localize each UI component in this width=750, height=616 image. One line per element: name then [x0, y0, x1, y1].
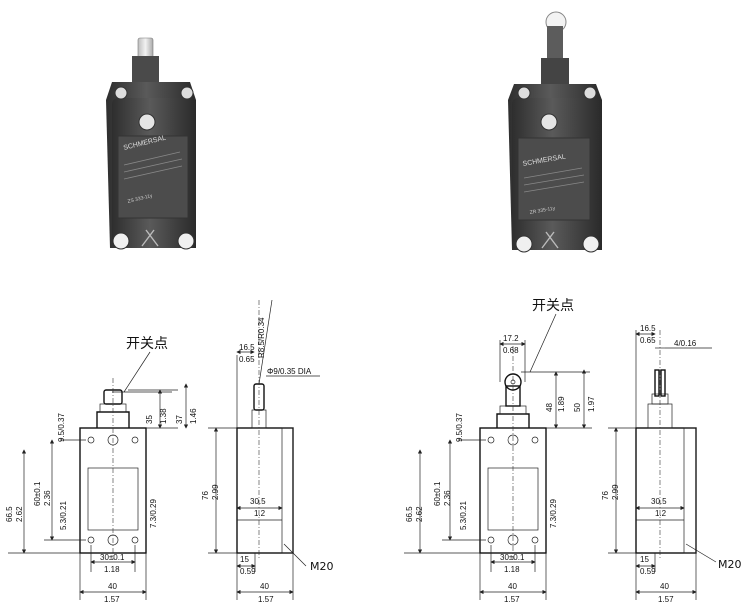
dim-r-1-57: 1.57	[504, 595, 520, 604]
dim-plunger-138: 1.38	[159, 408, 168, 424]
dim-30-5: 30.5	[250, 497, 266, 506]
left-front-view: 开关点 35 1.38 37 1.46 9.5/0.37 66.5 2.62 6…	[5, 336, 198, 604]
dim-r-40: 40	[508, 582, 517, 591]
dim-rs-30-5: 30.5	[651, 497, 667, 506]
dim-rs-40: 40	[660, 582, 669, 591]
dim-r-0-68: 0.68	[503, 346, 519, 355]
dim-40: 40	[108, 582, 117, 591]
photo-right-model: ZR 335-11y	[529, 206, 556, 216]
dim-plunger-146: 1.46	[189, 408, 198, 424]
dim-r-1-89: 1.89	[557, 396, 566, 412]
right-callout-label: 开关点	[532, 298, 574, 314]
dim-plunger-35: 35	[145, 415, 154, 424]
dim-r-1-97: 1.97	[587, 396, 596, 412]
dim-9-5: 9.5/0.37	[57, 413, 66, 442]
dim-66-5: 66.5	[5, 506, 14, 522]
dim-r-17-2: 17.2	[503, 334, 519, 343]
dim-r-30: 30±0.1	[500, 553, 525, 562]
dim-0-65: 0.65	[239, 355, 255, 364]
thread-m20: M20	[310, 560, 334, 573]
dim-15: 15	[240, 555, 249, 564]
right-front-view: 开关点 17.2 0.68 48 1.89 50 1.97 9.5/0.37 6…	[404, 298, 596, 604]
dim-2-99: 2.99	[211, 484, 220, 500]
dim-rs-1-2: 1.2	[655, 509, 667, 518]
dim-1-18: 1.18	[104, 565, 120, 574]
dim-r-9-5: 9.5/0.37	[455, 413, 464, 442]
dim-rs-1-57: 1.57	[658, 595, 674, 604]
dim-16-5: 16.5	[239, 343, 255, 352]
dim-plunger-37: 37	[175, 415, 184, 424]
dim-rs-4: 4/0.16	[674, 339, 697, 348]
dim-76: 76	[201, 491, 210, 500]
dim-r-66-5: 66.5	[405, 506, 414, 522]
dim-r-2-36: 2.36	[443, 490, 452, 506]
dim-rs-2-99: 2.99	[611, 484, 620, 500]
dim-rs-0-65: 0.65	[640, 336, 656, 345]
dim-60: 60±0.1	[33, 481, 42, 506]
right-side-view: 16.5 0.65 4/0.16 76 2.99 30.5 1.2 15 0.5…	[601, 324, 742, 604]
dim-rs-76: 76	[601, 491, 610, 500]
dim-1-57: 1.57	[104, 595, 120, 604]
dim-7-3: 7.3/0.29	[149, 499, 158, 528]
dim-r-48: 48	[545, 403, 554, 412]
dim-side-1-57: 1.57	[258, 595, 274, 604]
left-side-view: R8.5/R0.34 16.5 0.65 Φ9/0.35 DIA 76 2.99…	[201, 299, 334, 604]
dim-r-1-18: 1.18	[504, 565, 520, 574]
dim-0-59: 0.59	[240, 567, 256, 576]
dim-r-7-3: 7.3/0.29	[549, 499, 558, 528]
product-photo-roller: SCHMERSAL ZR 335-11y	[508, 11, 602, 253]
dim-r8-5: R8.5/R0.34	[257, 317, 266, 358]
dim-1-2: 1.2	[254, 509, 266, 518]
dim-r-5-3: 5.3/0.21	[459, 501, 468, 530]
thread-rs-m20: M20	[718, 558, 742, 571]
dim-rs-0-59: 0.59	[640, 567, 656, 576]
left-callout-label: 开关点	[126, 336, 168, 352]
product-photo-plunger: SCHMERSAL ZS 333-11y	[106, 37, 196, 250]
dim-rs-15: 15	[640, 555, 649, 564]
dim-30: 30±0.1	[100, 553, 125, 562]
dim-2-36: 2.36	[43, 490, 52, 506]
dim-side-40: 40	[260, 582, 269, 591]
dim-r-50: 50	[573, 403, 582, 412]
dim-r-2-62: 2.62	[415, 506, 424, 522]
dim-5-3: 5.3/0.21	[59, 501, 68, 530]
dim-r-60: 60±0.1	[433, 481, 442, 506]
dim-dia-9: Φ9/0.35 DIA	[267, 367, 312, 376]
dim-2-62: 2.62	[15, 506, 24, 522]
dim-rs-16-5: 16.5	[640, 324, 656, 333]
